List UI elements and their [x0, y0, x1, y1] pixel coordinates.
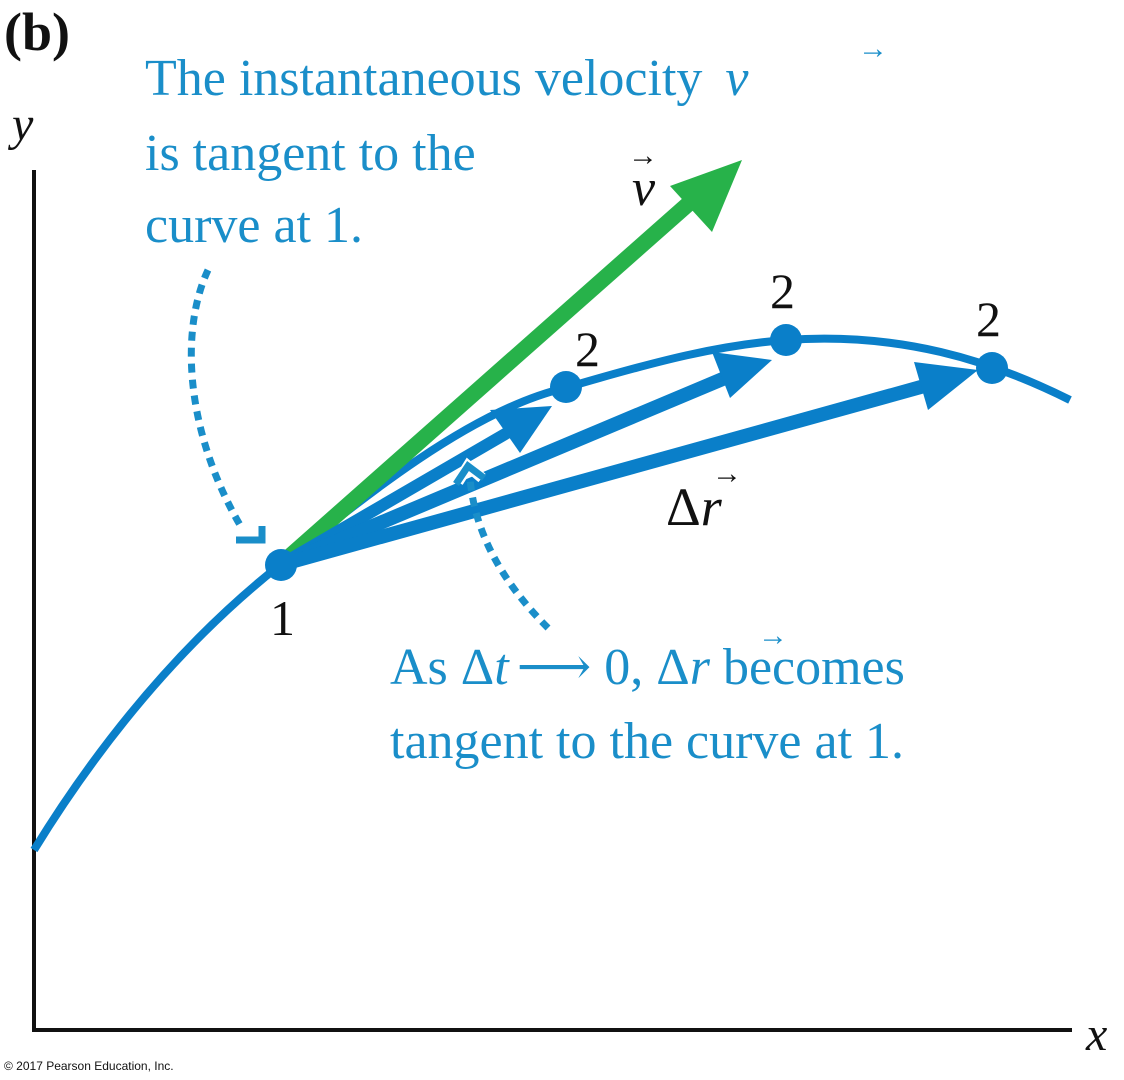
displacement-r: r	[701, 477, 723, 537]
velocity-vector-head	[670, 160, 742, 232]
top-callout-pointer-head	[236, 526, 266, 544]
bottom-callout-r-arrow: →	[758, 619, 788, 652]
copyright-text: © 2017 Pearson Education, Inc.	[4, 1059, 174, 1073]
top-callout-velocity-arrow: →	[858, 32, 888, 65]
velocity-vector-label-arrow: →	[628, 139, 658, 172]
displacement-delta: Δ	[666, 477, 701, 537]
velocity-vector-shaft	[274, 192, 701, 571]
bottom-callout-t: t	[494, 639, 510, 696]
displacement-label: Δr	[666, 477, 723, 537]
bottom-callout-r: r	[690, 639, 711, 696]
point-2-far-label: 2	[976, 291, 1001, 347]
bottom-callout-pointer	[466, 477, 551, 631]
point-1-marker	[265, 549, 297, 581]
top-callout-line-3: curve at 1.	[145, 197, 363, 254]
point-2-mid-label: 2	[770, 263, 795, 319]
point-2-mid-marker	[770, 324, 802, 356]
x-axis-label: x	[1085, 1008, 1107, 1061]
point-2-near-label: 2	[575, 321, 600, 377]
panel-label: (b)	[4, 2, 70, 62]
bottom-callout-line-1: As Δt⟶ 0, Δr becomes	[390, 639, 905, 696]
point-2-far-marker	[976, 352, 1008, 384]
top-callout-line-1: The instantaneous velocity	[145, 50, 702, 107]
bottom-callout-line-2: tangent to the curve at 1.	[390, 713, 904, 770]
top-callout-pointer	[187, 268, 244, 527]
point-1-label: 1	[270, 590, 295, 646]
velocity-vector-label: v	[632, 160, 656, 217]
bottom-callout-pointer-head-outline	[453, 460, 487, 486]
displacement-vector-far-head	[914, 362, 978, 410]
bottom-callout-suffix: becomes	[710, 639, 905, 696]
displacement-vector-near-head	[490, 406, 552, 453]
y-axis-label: y	[7, 98, 34, 151]
top-callout-line-2: is tangent to the	[145, 125, 476, 182]
displacement-vector-mid-head	[712, 352, 772, 398]
bottom-callout-limit: ⟶ 0, Δ	[517, 639, 690, 696]
top-callout-text: The instantaneous velocity v	[145, 50, 749, 107]
displacement-label-arrow: →	[712, 457, 742, 490]
top-callout-velocity-symbol: v	[725, 50, 749, 107]
displacement-vector-mid-shaft	[277, 371, 728, 572]
trajectory-curve	[30, 334, 1072, 853]
point-2-near-marker	[550, 371, 582, 403]
displacement-vector-far-shaft	[278, 378, 930, 572]
bottom-callout-prefix: As Δ	[390, 639, 494, 696]
